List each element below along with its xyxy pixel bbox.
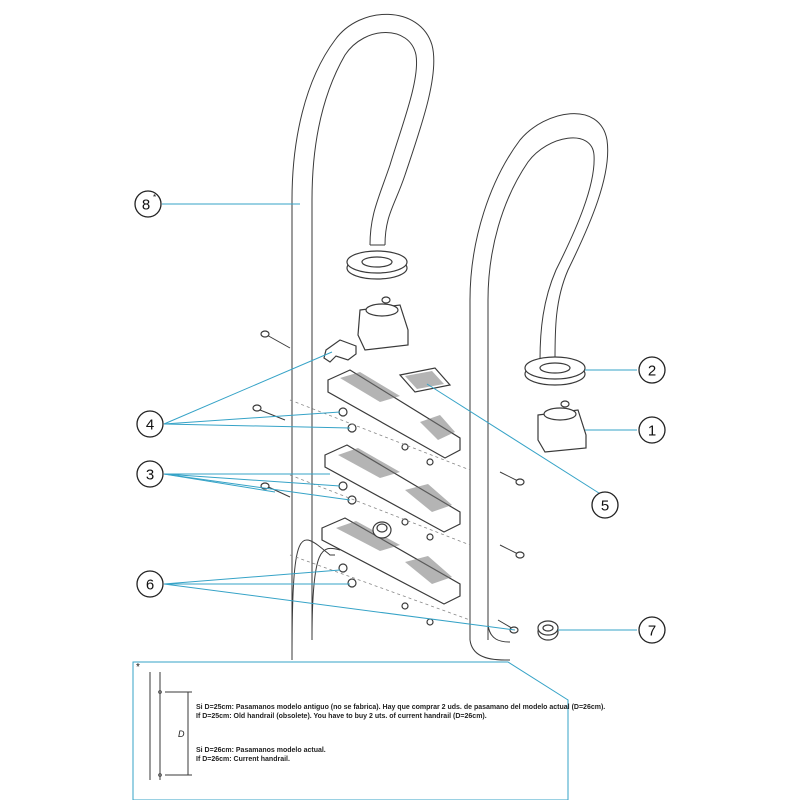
- anchor-left: [357, 296, 409, 351]
- callout-1-label: 1: [648, 423, 656, 440]
- step-2: [324, 444, 461, 533]
- callout-4-label: 4: [146, 417, 154, 434]
- callout-5-label: 5: [601, 498, 609, 515]
- callout-6-label: 6: [146, 577, 154, 594]
- callout-7: 7: [638, 616, 666, 644]
- dimension-label: D: [178, 729, 185, 739]
- callout-2: 2: [638, 356, 666, 384]
- callout-4: 4: [136, 410, 164, 438]
- escutcheon-right: [524, 356, 586, 386]
- note-line-es-25: Si D=25cm: Pasamanos modelo antiguo (no …: [196, 704, 605, 711]
- note-marker: *: [136, 662, 140, 673]
- bolt-top-left: [260, 330, 291, 349]
- callout-2-label: 2: [648, 363, 656, 380]
- step-clip: [323, 339, 357, 363]
- bolts: [252, 404, 525, 634]
- callout-7-label: 7: [648, 623, 656, 640]
- callout-8-marker: *: [153, 193, 156, 202]
- step-1: [327, 369, 461, 459]
- leader-lines: [162, 203, 637, 631]
- alignment-lines: [289, 399, 471, 621]
- callout-3: 3: [136, 460, 164, 488]
- note-box: * D Si D=25cm: Pasamanos modelo antiguo …: [132, 661, 605, 801]
- callout-1: 1: [638, 416, 666, 444]
- note-line-en-26: If D=26cm: Current handrail.: [196, 756, 290, 763]
- antislip-pad: [398, 367, 452, 393]
- note-line-en-25: If D=25cm: Old handrail (obsolete). You …: [196, 713, 487, 720]
- callout-6: 6: [136, 570, 164, 598]
- callout-3-label: 3: [146, 467, 154, 484]
- right-handrail: [469, 113, 609, 661]
- step-cap: [372, 521, 392, 539]
- step-3: [321, 517, 461, 605]
- callout-8-label: 8: [142, 197, 150, 214]
- escutcheon-left: [346, 250, 408, 280]
- end-cap: [537, 620, 559, 641]
- anchor-right: [537, 400, 587, 453]
- note-line-es-26: Si D=26cm: Pasamanos modelo actual.: [196, 747, 326, 754]
- callout-5: 5: [591, 491, 619, 519]
- callout-8: 8 *: [134, 190, 162, 218]
- left-handrail: [291, 13, 435, 661]
